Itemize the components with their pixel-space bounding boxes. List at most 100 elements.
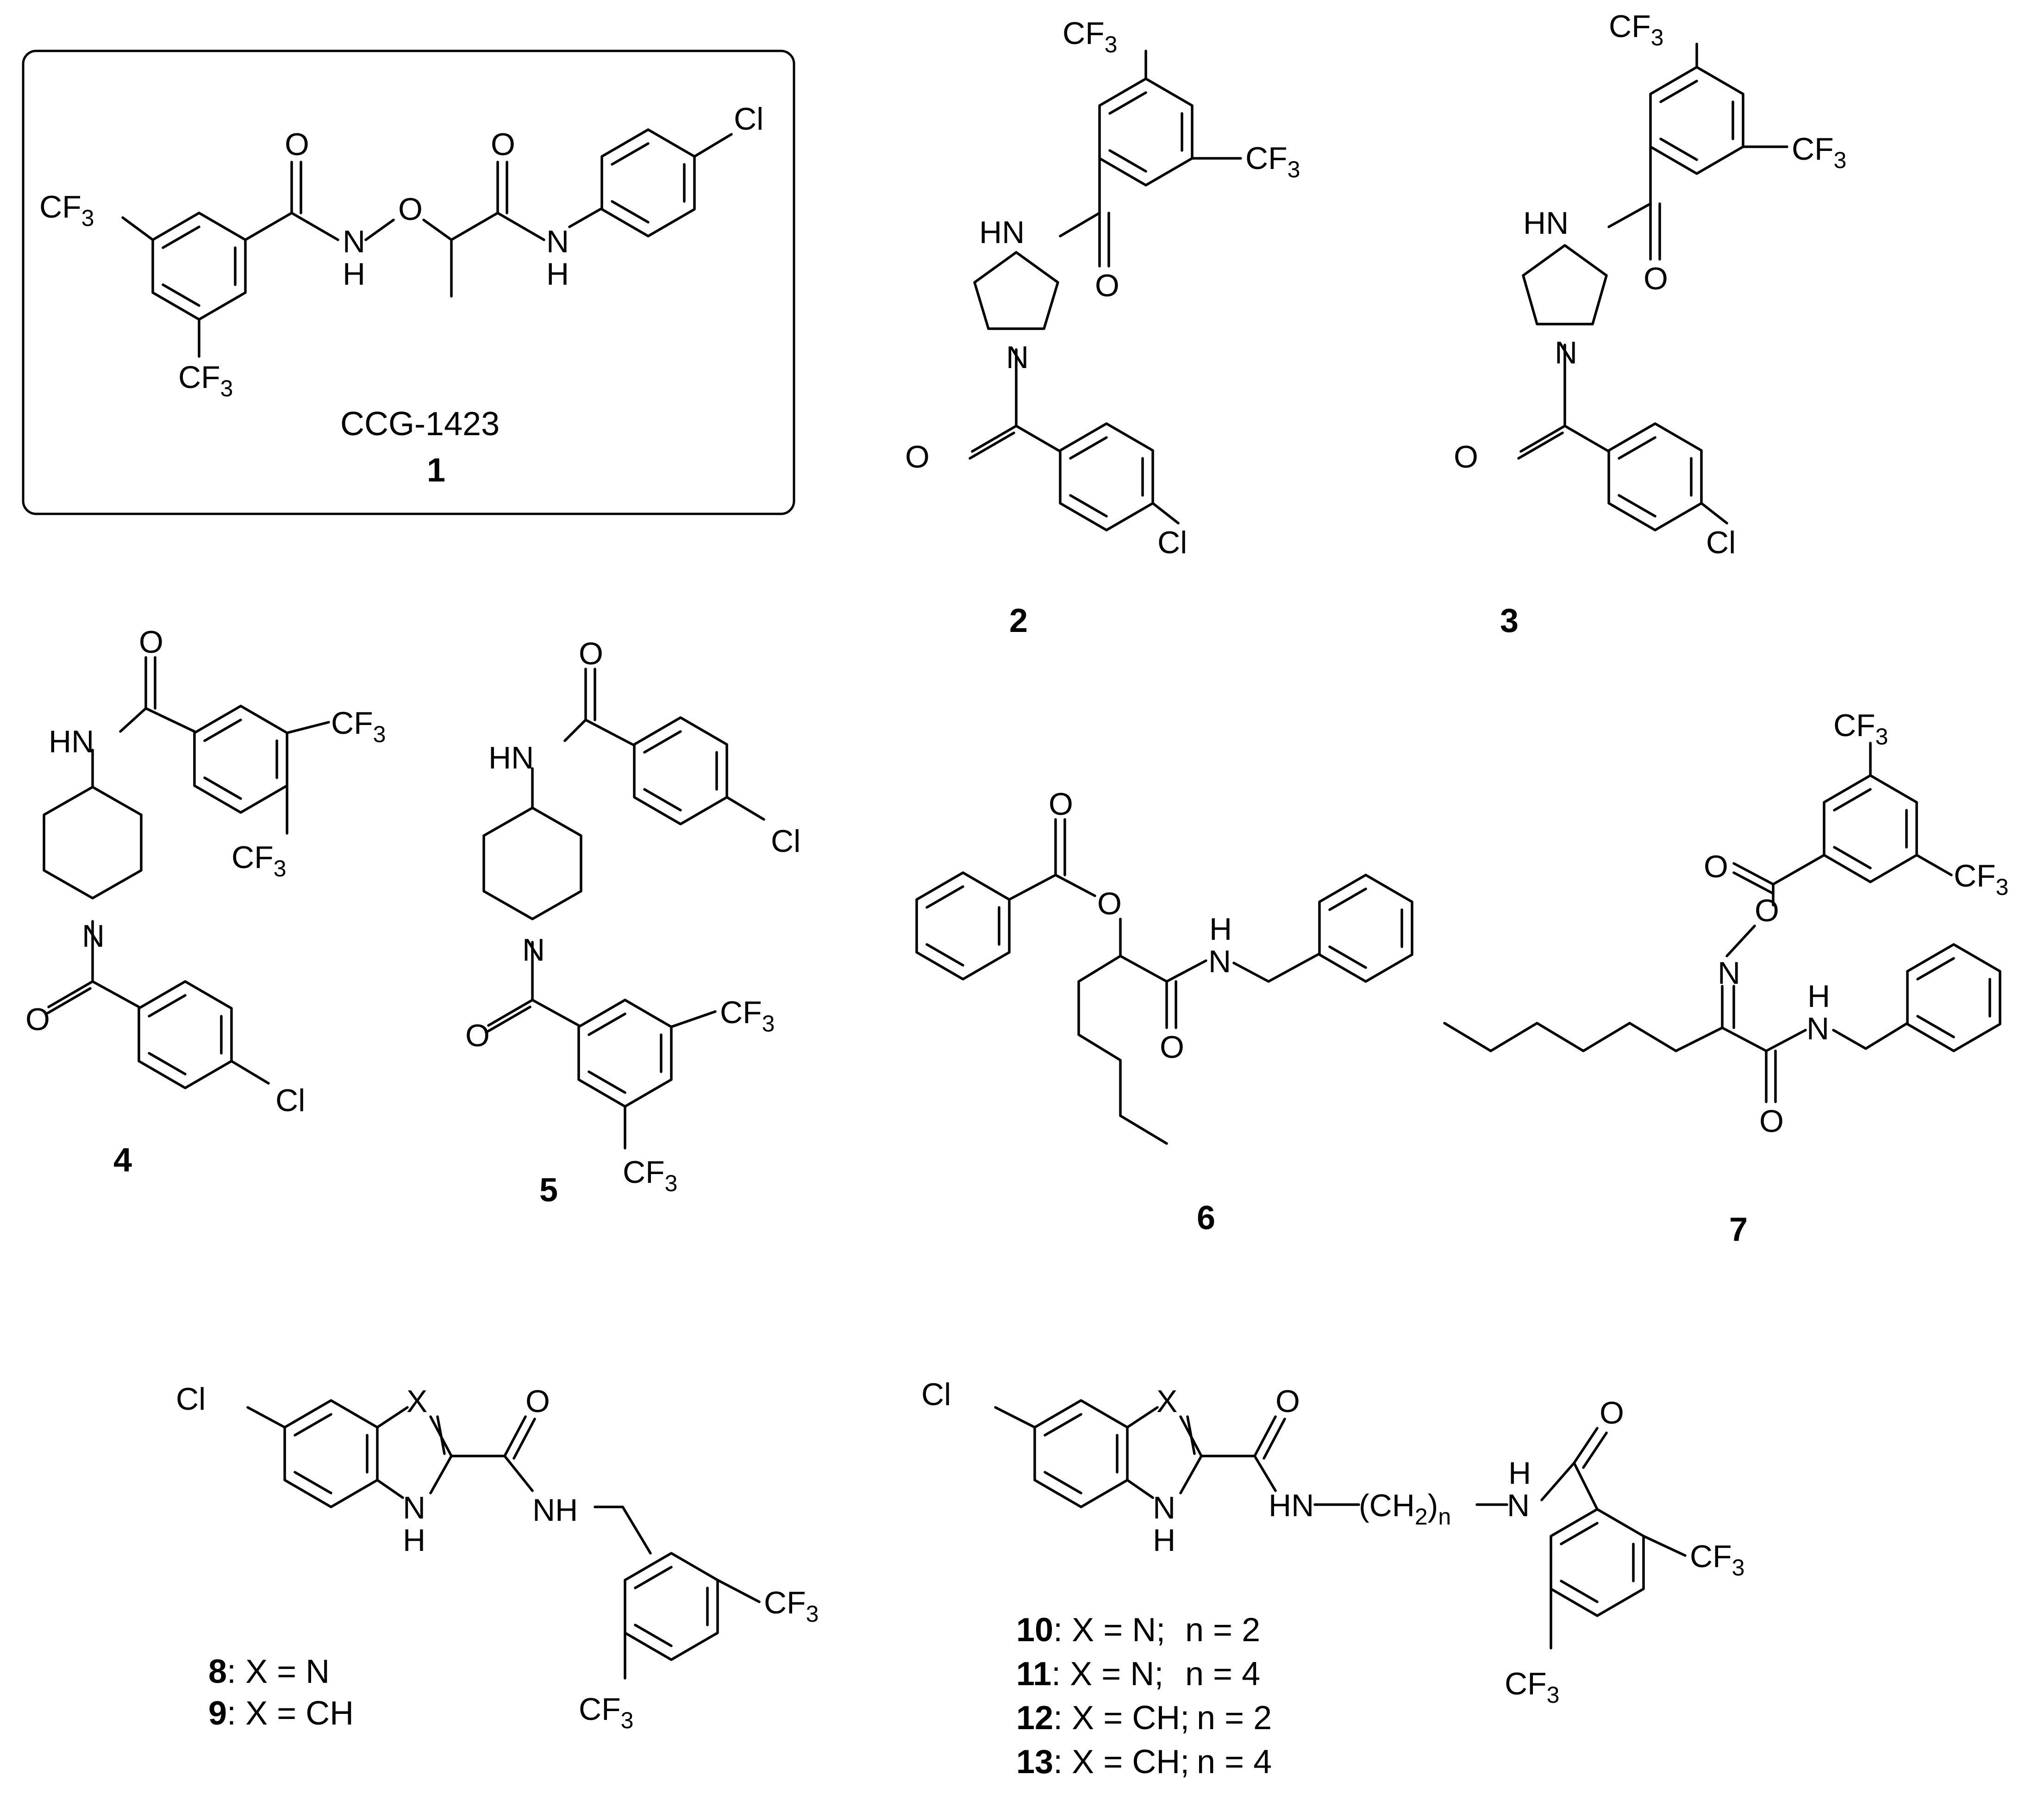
atom-label: CF3	[1690, 1539, 1744, 1581]
atom-label: O	[1097, 886, 1122, 921]
atom-label: (CH2)n	[1359, 1488, 1451, 1530]
atom-label: CF3	[231, 840, 286, 881]
atom-label: H	[1209, 912, 1232, 947]
benzene-ring	[194, 706, 287, 812]
atom-label: CF3	[39, 189, 94, 231]
atom-label: O	[1755, 893, 1779, 928]
compound-5-group: O HN Cl N O CF3 CF3 5	[465, 636, 800, 1209]
atom-label: CF3	[1833, 708, 1888, 750]
benzene-ring	[1824, 775, 1917, 882]
benzene-ring	[285, 1400, 377, 1507]
variant-label: 9: X = CH	[208, 1695, 354, 1732]
atom-label: O	[1095, 268, 1119, 303]
atom-label: Cl	[921, 1377, 951, 1412]
benzene-ring	[1035, 1400, 1127, 1507]
compound-number: 1	[427, 452, 445, 489]
atom-label: HN	[979, 215, 1025, 250]
compound-4-group: O HN CF3 CF3 N O Cl 4	[25, 625, 386, 1179]
atom-label: O	[1160, 1030, 1184, 1065]
atom-label: CF3	[1609, 9, 1663, 50]
atom-label: Cl	[1706, 525, 1736, 560]
atom-label: Cl	[275, 1083, 305, 1118]
atom-label: CF3	[178, 360, 233, 401]
compound-3-group: CF3 CF3 O HN N O Cl 3	[1454, 9, 1846, 639]
compound-1-group: CF3 CF3 O N H O O N H Cl CCG-1423 1	[22, 50, 795, 515]
variant-label: 13: X = CH;n = 4	[1016, 1744, 1272, 1781]
atom-label: X	[406, 1384, 427, 1419]
atom-label: H	[546, 256, 569, 292]
atom-label: H	[1153, 1523, 1175, 1558]
atom-label: N	[1153, 1490, 1175, 1525]
atom-label: HN	[49, 724, 94, 759]
atom-label: O	[1600, 1395, 1624, 1431]
benzene-ring	[1551, 1509, 1644, 1616]
benzene-ring	[917, 873, 1009, 979]
atom-label: CF3	[720, 995, 775, 1037]
benzene-ring	[1907, 944, 2000, 1051]
compound-name: CCG-1423	[340, 406, 500, 443]
atom-label: O	[525, 1384, 550, 1419]
variant-label: 11: X = N;n = 4	[1016, 1656, 1260, 1693]
atom-label: CF3	[331, 706, 386, 747]
atom-label: N	[1006, 340, 1029, 375]
atom-label: N	[1507, 1488, 1530, 1523]
atom-label: Cl	[734, 101, 763, 137]
atom-label: N	[522, 932, 545, 968]
compound-number: 5	[539, 1172, 558, 1209]
atom-label: O	[1759, 1104, 1784, 1139]
atom-label: H	[1807, 979, 1830, 1014]
variant-label: 8: X = N	[208, 1653, 330, 1690]
atom-label: N	[403, 1490, 425, 1525]
atom-label: N	[1718, 956, 1740, 991]
atom-label: CF3	[1792, 131, 1846, 173]
atom-label: H	[1508, 1456, 1531, 1491]
benzene-ring	[625, 1553, 718, 1660]
atom-label: CF3	[1245, 141, 1300, 182]
compound-10-13-group: Cl X N H O HN (CH2)n N H O CF3 CF3 10: X…	[921, 1377, 1744, 1781]
compound-number: 6	[1197, 1200, 1215, 1237]
atom-label: N	[1208, 944, 1231, 979]
atom-label: O	[465, 1018, 490, 1053]
atom-label: O	[1049, 787, 1073, 822]
atom-label: O	[139, 625, 163, 660]
compound-7-group: CF3 CF3 O O N O N H 7	[1443, 708, 2008, 1248]
chlorophenyl-ring	[1060, 424, 1153, 530]
atom-label: CF3	[1063, 16, 1117, 57]
benzene-ring	[579, 1000, 671, 1106]
chlorophenyl-ring	[602, 130, 694, 236]
compound-number: 4	[113, 1142, 132, 1179]
atom-label: X	[1156, 1384, 1177, 1419]
chlorophenyl-ring	[634, 718, 727, 824]
atom-label: O	[579, 636, 603, 671]
atom-label: CF3	[1505, 1666, 1559, 1708]
atom-label: CF3	[623, 1155, 677, 1196]
benzene-ring	[153, 213, 245, 319]
atom-label: O	[1275, 1384, 1300, 1419]
compound-number: 3	[1500, 602, 1519, 639]
variant-label: 12: X = CH;n = 2	[1016, 1700, 1272, 1737]
highlight-box	[22, 50, 795, 515]
atom-label: NH	[532, 1493, 578, 1528]
compound-2-group: CF3 CF3 O HN N O Cl 2	[905, 16, 1300, 639]
benzene-ring	[1319, 875, 1412, 981]
atom-label: O	[1704, 849, 1728, 884]
atom-label: CF3	[764, 1585, 819, 1627]
atom-label: HN	[488, 740, 534, 775]
atom-label: O	[1644, 261, 1668, 296]
compound-number: 2	[1009, 602, 1028, 639]
atom-label: O	[25, 1002, 50, 1037]
atom-label: CF3	[579, 1692, 633, 1733]
compound-8-9-group: Cl X N H O NH CF3 CF3 8: X = N 9: X = CH	[176, 1381, 819, 1733]
compound-6-group: O O O N H 6	[917, 787, 1412, 1237]
atom-label: HN	[1269, 1488, 1314, 1523]
atom-label: O	[285, 127, 309, 162]
atom-label: Cl	[176, 1381, 206, 1417]
atom-label: HN	[1523, 206, 1569, 241]
atom-label: Cl	[771, 824, 800, 859]
benzene-ring	[1650, 67, 1743, 174]
atom-label: N	[1806, 1011, 1829, 1046]
benzene-ring	[1100, 79, 1192, 185]
chlorophenyl-ring	[139, 981, 231, 1088]
compound-number: 7	[1729, 1211, 1748, 1248]
